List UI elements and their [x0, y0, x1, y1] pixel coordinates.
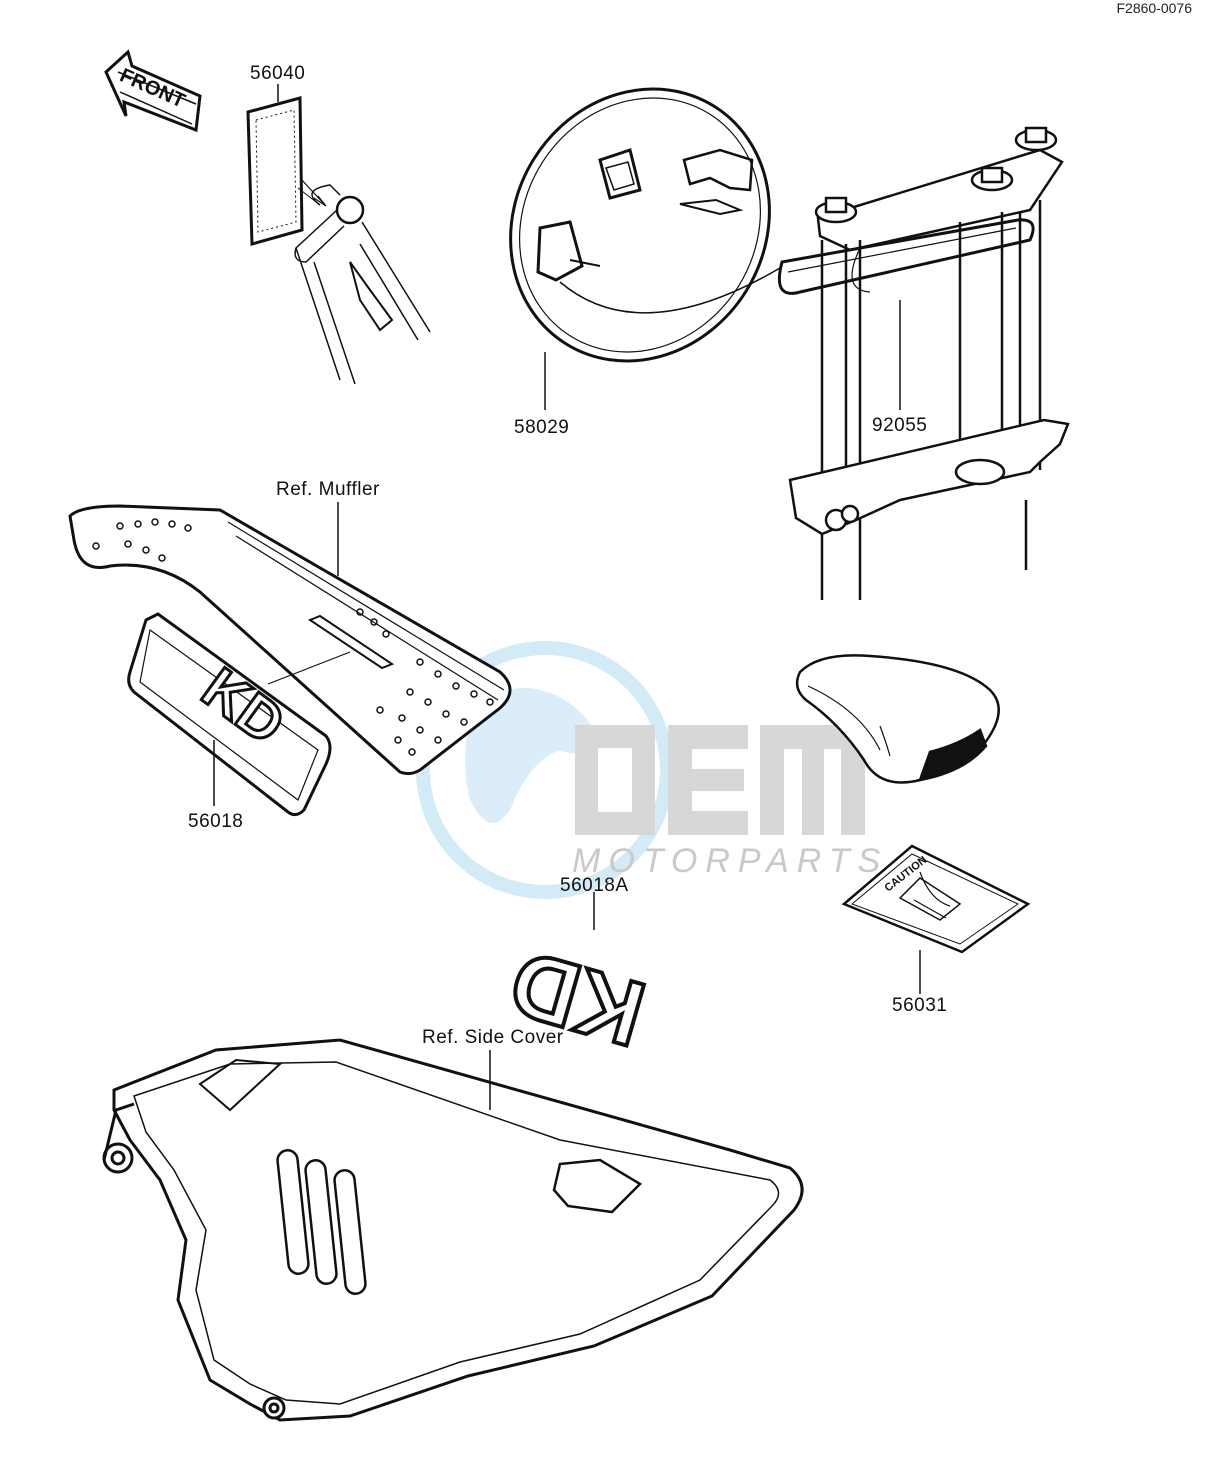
leader-decal-to-muffler	[267, 651, 351, 685]
callout-92055[interactable]: 92055	[872, 415, 928, 436]
seat	[795, 654, 1000, 784]
side-cover-louvers	[276, 1149, 367, 1295]
reference-side-cover: Ref. Side Cover	[422, 1027, 564, 1048]
watermark-logo	[416, 641, 865, 899]
reference-muffler: Ref. Muffler	[276, 479, 380, 500]
side-cover	[102, 1038, 804, 1422]
front-direction-arrow: FRONT	[104, 49, 202, 133]
muffler-heat-shield	[68, 504, 512, 776]
part-56018-kd-plate-decal: KD	[127, 612, 332, 817]
callout-56018A[interactable]: 56018A	[560, 875, 629, 896]
leader-58029-to-92055	[559, 267, 781, 314]
part-58029-number-plate	[509, 87, 771, 363]
callout-58029[interactable]: 58029	[514, 417, 570, 438]
frame-headtube-drawing	[294, 177, 431, 385]
callout-56018[interactable]: 56018	[188, 811, 244, 832]
callout-56040[interactable]: 56040	[250, 63, 306, 84]
watermark-tagline: MOTORPARTS	[572, 842, 889, 880]
callout-56031[interactable]: 56031	[892, 995, 948, 1016]
front-fork-assembly	[777, 126, 1070, 600]
part-56040-reflector-decal	[246, 96, 304, 246]
watermark-oem-letters	[575, 725, 865, 835]
muffler-vent-holes	[92, 518, 494, 756]
document-id: F2860-0076	[1116, 0, 1192, 16]
